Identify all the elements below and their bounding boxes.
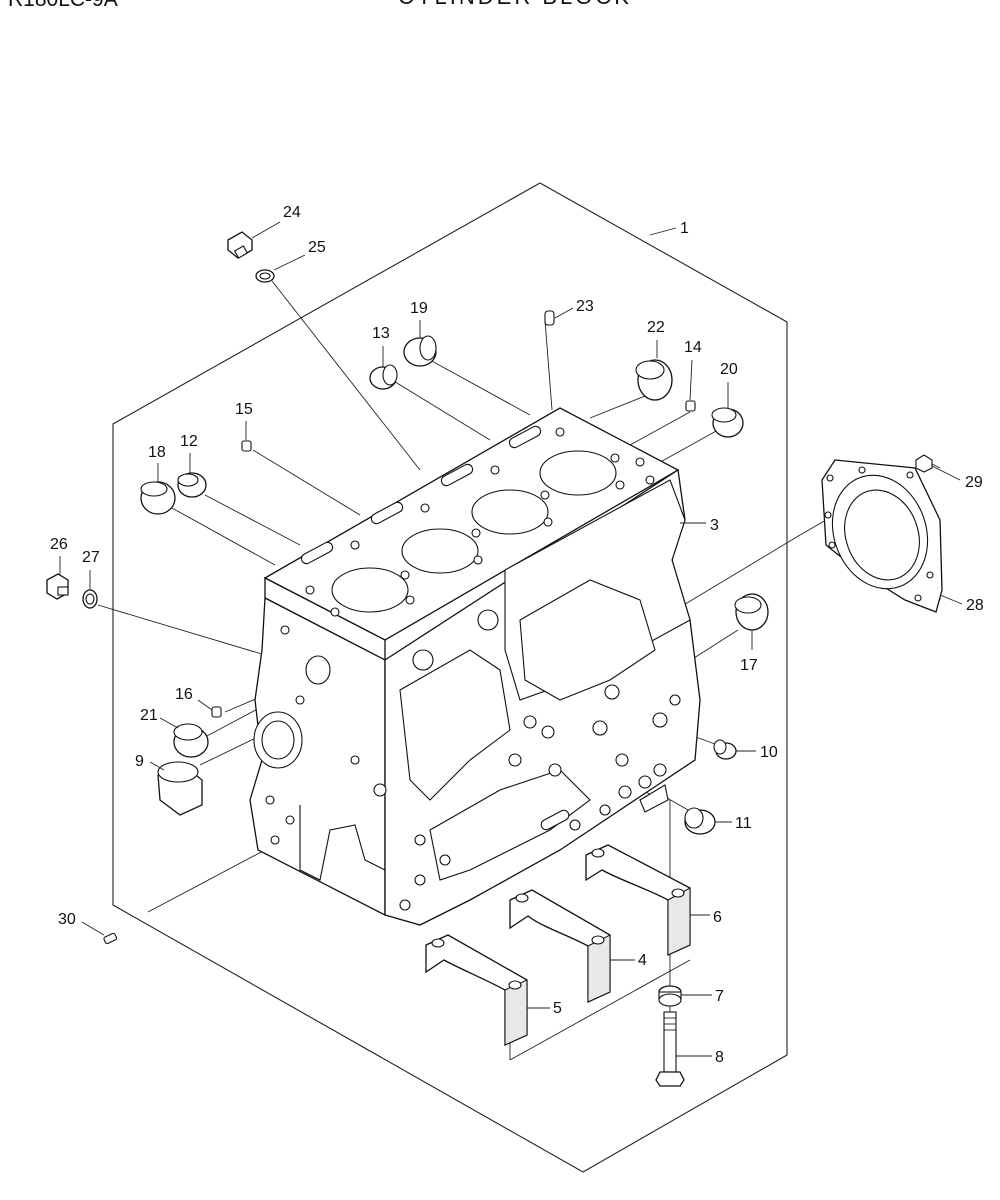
part-4-bearing-cap bbox=[509, 889, 611, 1004]
callout-labels: 1 3 4 5 6 7 8 9 10 11 12 13 14 15 16 17 … bbox=[50, 204, 984, 1066]
callout-29: 29 bbox=[965, 474, 983, 491]
callout-28: 28 bbox=[966, 597, 984, 614]
callout-3: 3 bbox=[710, 517, 719, 534]
callout-25: 25 bbox=[308, 239, 326, 256]
part-28-seal-housing bbox=[821, 459, 943, 613]
callout-5: 5 bbox=[553, 1000, 562, 1017]
part-15-pin bbox=[241, 440, 252, 452]
part-18-plug bbox=[140, 481, 176, 515]
part-30-pin bbox=[103, 932, 118, 945]
callout-ticks bbox=[59, 221, 963, 1057]
part-24-plug bbox=[227, 231, 253, 259]
part-17-plug bbox=[734, 593, 769, 631]
part-12-plug bbox=[177, 472, 207, 498]
callout-19: 19 bbox=[410, 300, 428, 317]
part-22-plug bbox=[635, 359, 673, 401]
part-11-plug bbox=[684, 807, 716, 835]
callout-24: 24 bbox=[283, 204, 301, 221]
callout-13: 13 bbox=[372, 325, 390, 342]
part-7-washer bbox=[658, 985, 682, 1007]
callout-26: 26 bbox=[50, 536, 68, 553]
callout-6: 6 bbox=[713, 909, 722, 926]
part-16-pin bbox=[211, 706, 222, 718]
callout-8: 8 bbox=[715, 1049, 724, 1066]
part-10-plug bbox=[713, 739, 737, 760]
callout-10: 10 bbox=[760, 744, 778, 761]
callout-23: 23 bbox=[576, 298, 594, 315]
part-21-bushing bbox=[173, 723, 209, 758]
callout-7: 7 bbox=[715, 988, 724, 1005]
model-label: R180LC-9A bbox=[8, 0, 118, 12]
cylinder-block bbox=[249, 407, 701, 926]
callout-16: 16 bbox=[175, 686, 193, 703]
callout-27: 27 bbox=[82, 549, 100, 566]
assembly-frame bbox=[112, 182, 788, 1173]
part-9-bushing bbox=[157, 761, 203, 816]
part-14-pin bbox=[685, 400, 696, 412]
callout-17: 17 bbox=[740, 657, 758, 674]
callout-18: 18 bbox=[148, 444, 166, 461]
callout-9: 9 bbox=[135, 753, 144, 770]
callout-4: 4 bbox=[638, 952, 647, 969]
part-29-bolt bbox=[915, 454, 941, 473]
title-fragment: CYLINDER BLOCK bbox=[398, 0, 632, 10]
callout-1: 1 bbox=[680, 220, 689, 237]
part-20-plug bbox=[711, 407, 744, 438]
callout-21: 21 bbox=[140, 707, 158, 724]
callout-14: 14 bbox=[684, 339, 702, 356]
part-8-bolt bbox=[655, 1011, 685, 1087]
part-19-plug bbox=[403, 335, 437, 367]
part-26-plug bbox=[46, 573, 69, 600]
part-13-plug bbox=[369, 364, 398, 390]
part-5-bearing-cap bbox=[425, 934, 528, 1047]
callout-12: 12 bbox=[180, 433, 198, 450]
callout-20: 20 bbox=[720, 361, 738, 378]
part-23-pin bbox=[544, 310, 555, 326]
callout-11: 11 bbox=[735, 815, 752, 832]
callout-30: 30 bbox=[58, 911, 76, 928]
callout-22: 22 bbox=[647, 319, 665, 336]
part-27-washer-hole bbox=[85, 593, 95, 605]
part-6-bearing-cap bbox=[585, 844, 691, 957]
callout-15: 15 bbox=[235, 401, 253, 418]
part-25-washer-hole bbox=[259, 272, 271, 280]
